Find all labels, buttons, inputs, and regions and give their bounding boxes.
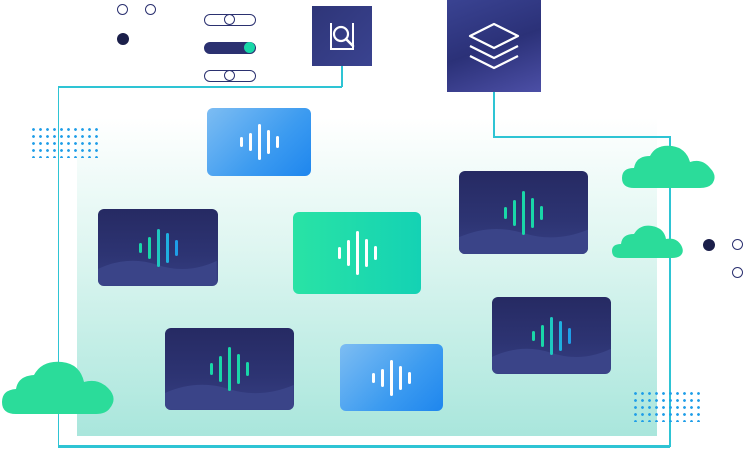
audio-card[interactable] xyxy=(459,171,588,254)
audio-waveform-icon xyxy=(138,228,178,267)
cloud-icon xyxy=(612,225,683,258)
layers-stack-icon xyxy=(468,22,520,70)
audio-card[interactable] xyxy=(98,209,218,286)
board-frame xyxy=(58,86,670,446)
audio-card[interactable] xyxy=(207,108,311,176)
toggle-switch[interactable] xyxy=(204,42,256,54)
dot-grid-decoration xyxy=(632,390,702,422)
connector-line xyxy=(341,66,343,87)
wave-background xyxy=(165,384,294,410)
audio-waveform-icon xyxy=(337,231,377,275)
wave-background xyxy=(492,349,611,374)
toggle-switch[interactable] xyxy=(204,70,256,82)
solid-dot xyxy=(117,33,129,45)
wave-background xyxy=(459,228,588,254)
toggle-knob xyxy=(224,70,235,81)
connector-line xyxy=(493,92,495,136)
wave-background xyxy=(98,261,217,286)
ring-dot xyxy=(117,4,128,15)
layers-app-tile[interactable] xyxy=(447,0,541,92)
solid-dot xyxy=(703,239,715,251)
audio-card[interactable] xyxy=(340,344,443,411)
audio-card[interactable] xyxy=(293,212,421,294)
ring-dot xyxy=(732,267,743,278)
toggle-switch[interactable] xyxy=(204,14,256,26)
connector-line xyxy=(493,136,670,138)
audio-waveform-icon xyxy=(372,359,411,396)
ring-dot xyxy=(145,4,156,15)
connector-line xyxy=(669,136,671,447)
search-document-icon xyxy=(330,23,355,50)
audio-waveform-icon xyxy=(210,347,249,391)
audio-card[interactable] xyxy=(165,328,294,410)
ring-dot xyxy=(732,239,743,250)
toggle-knob xyxy=(244,42,255,53)
dot-grid-decoration xyxy=(30,126,100,158)
toggle-knob xyxy=(224,14,235,25)
search-app-tile[interactable] xyxy=(312,6,372,66)
audio-waveform-icon xyxy=(504,190,543,235)
cloud-icon xyxy=(622,145,715,188)
connector-line xyxy=(58,86,342,88)
audio-waveform-icon xyxy=(239,124,279,160)
audio-waveform-icon xyxy=(532,316,571,355)
cloud-icon xyxy=(2,361,114,414)
audio-card[interactable] xyxy=(492,297,611,374)
connector-line xyxy=(58,446,670,448)
